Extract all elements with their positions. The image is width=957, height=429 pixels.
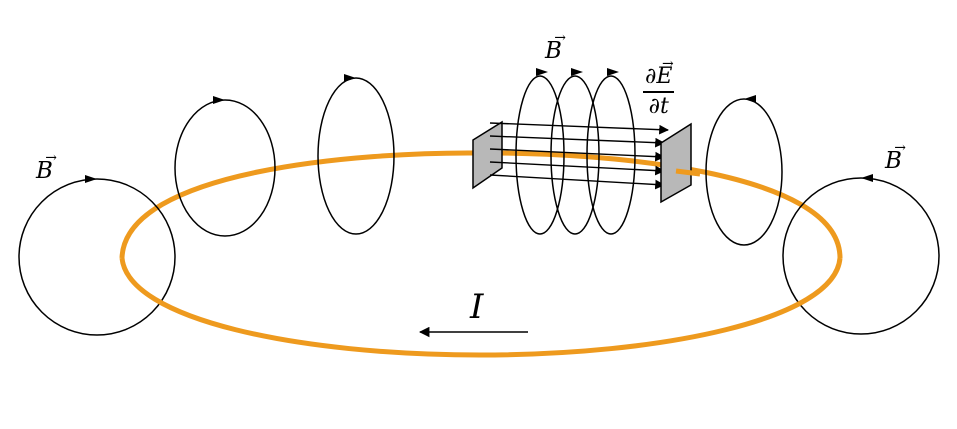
label-b-top: →B [545, 30, 567, 64]
wire-plate-lead [675, 168, 701, 177]
vector-arrow-icon: → [554, 30, 567, 46]
b-field-loops-gap [515, 75, 636, 235]
b-loop-far-right [782, 177, 940, 335]
fraction-bar [643, 91, 675, 93]
vector-arrow-icon: → [45, 150, 58, 166]
b-loop-arrow-right [744, 95, 756, 103]
b-loop-gap-arrows [536, 68, 619, 76]
b-loop-arrow-far-right [861, 174, 873, 182]
label-current: I [470, 287, 484, 327]
b-loop-gap-1 [515, 75, 565, 235]
b-loop-wire-arrows [85, 74, 873, 183]
b-loop-gap-arrow-1 [536, 68, 548, 76]
e-field-line-5 [489, 174, 665, 190]
b-loop-right [705, 98, 783, 246]
b-loop-left [174, 99, 276, 237]
b-loop-arrow-mid-left [344, 74, 356, 82]
b-loop-arrow-far-left [85, 175, 97, 183]
b-loop-gap-arrow-3 [607, 68, 619, 76]
label-de-dt: →∂E ∂t [643, 56, 675, 119]
b-loop-far-left [18, 178, 176, 336]
capacitor-plate-right [660, 122, 692, 204]
vector-arrow-icon: → [662, 56, 674, 72]
wire-loop-front [119, 257, 843, 358]
b-loop-gap-3 [586, 75, 636, 235]
b-loop-gap-2 [550, 75, 600, 235]
vector-arrow-icon: → [894, 140, 907, 156]
capacitor-plate-left [472, 120, 503, 190]
label-b-right: →B [885, 140, 907, 174]
b-loop-gap-arrow-2 [571, 68, 583, 76]
b-loop-arrow-left [213, 96, 225, 104]
e-field-line-1 [489, 122, 669, 135]
label-b-left: →B [36, 150, 58, 184]
